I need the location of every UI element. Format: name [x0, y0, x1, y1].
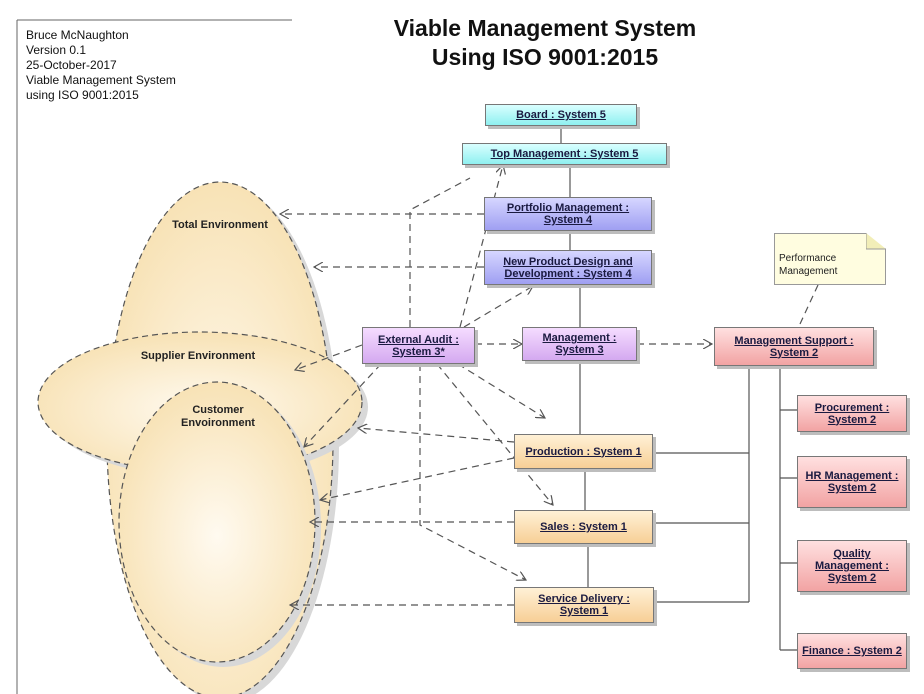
arrow-audit-to-customer [304, 363, 382, 447]
top-management-system5-box[interactable]: Top Management : System 5 [462, 143, 667, 165]
customer-environment-label: Customer Envoironment [181, 404, 255, 429]
quality-management-system2-box[interactable]: Quality Management : System 2 [797, 540, 907, 592]
diagram-metadata: Bruce McNaughton Version 0.1 25-October-… [26, 28, 176, 103]
title-line-2: Using ISO 9001:2015 [431, 44, 659, 70]
date: 25-October-2017 [26, 58, 117, 72]
title-line-1: Viable Management System [393, 15, 697, 41]
supplier-environment-label: Supplier Environment [140, 350, 256, 362]
procurement-system2-box[interactable]: Procurement : System 2 [797, 395, 907, 432]
management-system3-box[interactable]: Management : System 3 [522, 327, 637, 361]
arrow-audit-to-service [419, 364, 526, 580]
arrow-production-to-supplier [358, 428, 515, 443]
new-product-design-system4-box[interactable]: New Product Design and Development : Sys… [484, 250, 652, 285]
arrow-audit-to-sales [436, 363, 553, 505]
note-fold-corner [866, 233, 886, 250]
note-anchor-line [799, 284, 819, 325]
diagram-title: Viable Management System Using ISO 9001:… [330, 14, 760, 72]
dashed-line-audit-up [409, 177, 471, 327]
arrow-audit-to-topmgmt [459, 165, 503, 328]
sales-system1-box[interactable]: Sales : System 1 [514, 510, 653, 544]
arrow-audit-to-production [457, 363, 545, 418]
total-environment-label: Total Environment [172, 219, 268, 231]
dashed-arrows [280, 165, 712, 605]
management-support-system2-box[interactable]: Management Support : System 2 [714, 327, 874, 366]
author: Bruce McNaughton [26, 28, 129, 42]
finance-system2-box[interactable]: Finance : System 2 [797, 633, 907, 669]
arrow-audit-to-newproduct [463, 286, 533, 328]
portfolio-management-system4-box[interactable]: Portfolio Management : System 4 [484, 197, 652, 231]
board-system5-box[interactable]: Board : System 5 [485, 104, 637, 126]
meta-line-5: using ISO 9001:2015 [26, 88, 139, 102]
arrow-production-to-customer [320, 457, 515, 500]
external-audit-system3star-box[interactable]: External Audit : System 3* [362, 327, 475, 364]
meta-line-4: Viable Management System [26, 73, 176, 87]
hr-management-system2-box[interactable]: HR Management : System 2 [797, 456, 907, 508]
hierarchy-lines [560, 126, 797, 651]
service-delivery-system1-box[interactable]: Service Delivery : System 1 [514, 587, 654, 623]
version: Version 0.1 [26, 43, 87, 57]
production-system1-box[interactable]: Production : System 1 [514, 434, 653, 469]
